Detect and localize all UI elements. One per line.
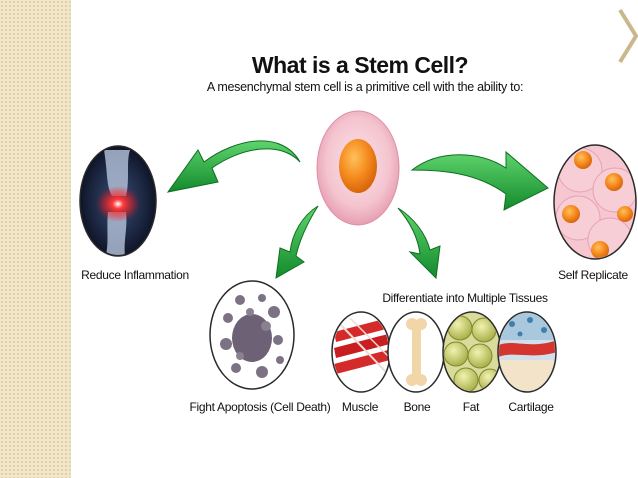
label-fight-apoptosis: Fight Apoptosis (Cell Death) (189, 400, 331, 414)
label-differentiate: Differentiate into Multiple Tissues (382, 291, 548, 305)
bone-icon (387, 311, 445, 393)
fat-cells-icon (442, 311, 502, 393)
arrow-down-right-icon (397, 207, 441, 280)
diagram-title: What is a Stem Cell? (251, 52, 469, 78)
label-reduce-inflammation: Reduce Inflammation (81, 268, 189, 282)
apoptotic-cell-icon (209, 280, 295, 390)
arrow-right-icon (410, 150, 549, 211)
sidebar-divider (70, 0, 71, 478)
label-muscle: Muscle (341, 400, 379, 414)
muscle-fiber-icon (331, 311, 391, 393)
label-bone: Bone (403, 400, 431, 414)
stem-cell-icon (316, 110, 400, 226)
replicating-cells-icon (553, 144, 637, 260)
label-cartilage: Cartilage (508, 400, 554, 414)
label-self-replicate: Self Replicate (558, 268, 628, 282)
arrow-left-icon (166, 140, 301, 193)
slide-corner-chevron (618, 8, 638, 64)
arrow-down-left-icon (275, 205, 319, 279)
inflamed-knee-icon (79, 145, 157, 257)
diagram-subtitle: A mesenchymal stem cell is a primitive c… (206, 80, 524, 94)
slide-sidebar-pattern (0, 0, 70, 478)
cartilage-icon (497, 311, 557, 393)
label-fat: Fat (462, 400, 480, 414)
